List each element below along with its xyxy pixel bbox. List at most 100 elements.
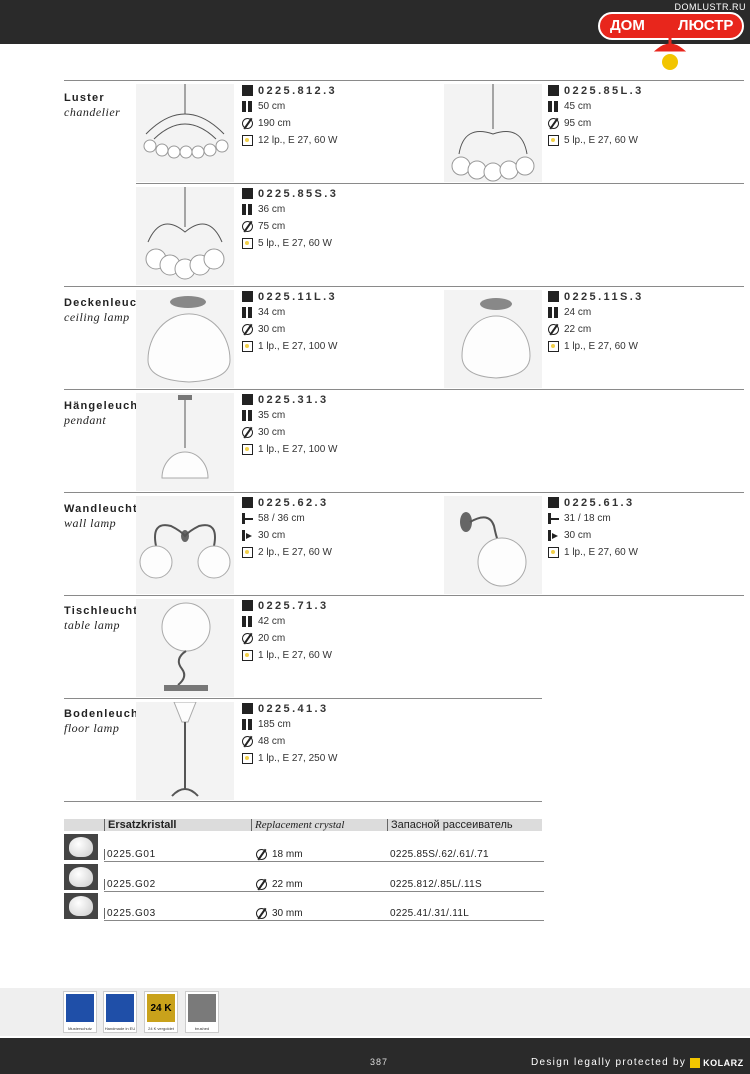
category-table-lamp: Tischleuchte table lamp [64, 605, 145, 633]
product-code: 0225.62.3 [258, 496, 329, 509]
height-icon [548, 101, 559, 112]
height-icon [242, 719, 253, 730]
diameter-icon [242, 221, 253, 232]
badge-caption: Musterschutz [68, 1026, 92, 1031]
replacement-row: 0225.G03 30 mm 0225.41/.31/.11L [64, 891, 544, 921]
product-code: 0225.41.3 [258, 702, 329, 715]
article-icon [548, 291, 559, 302]
header-en: Replacement crystal [251, 819, 345, 831]
replacement-table-header: Ersatzkristall Replacement crystal Запас… [64, 819, 542, 831]
product-code: 0225.11L.3 [258, 290, 338, 303]
product-bulb: 1 lp., E 27, 100 W [258, 341, 338, 352]
crystal-code: 0225.G03 [104, 908, 156, 919]
crystal-thumbnail [64, 893, 98, 919]
category-en: pendant [64, 413, 107, 427]
eu-flag-icon [66, 994, 94, 1022]
article-icon [242, 188, 253, 199]
product-spec-0225-71-3: 0225.71.3 42 cm 20 cm 1 lp., E 27, 60 W [242, 598, 332, 664]
category-en: wall lamp [64, 516, 117, 530]
logo-url: DOMLUSTR.RU [674, 2, 746, 12]
height-icon [242, 616, 253, 627]
category-en: ceiling lamp [64, 310, 130, 324]
product-spec-0225-11l-3: 0225.11L.3 34 cm 30 cm 1 lp., E 27, 100 … [242, 289, 338, 355]
logo-pill [598, 12, 744, 40]
badge-caption: Handmade in EU [104, 1026, 136, 1031]
page-number: 387 [370, 1057, 389, 1067]
product-height: 31 / 18 cm [564, 513, 611, 524]
row-divider [104, 920, 544, 921]
eu-flag-icon [106, 994, 134, 1022]
crystal-thumbnail [64, 864, 98, 890]
product-diameter: 48 cm [258, 736, 286, 747]
diameter-icon [242, 427, 253, 438]
brushed-finish-badge: brushed [185, 991, 219, 1033]
crystal-diameter: 22 mm [272, 879, 303, 890]
gold-24k-icon: 24 K [147, 994, 175, 1022]
crystal-fits: 0225.85S/.62/.61/.71 [390, 849, 489, 860]
logo-word-2: ЛЮСТР [678, 17, 734, 34]
category-floor-lamp: Bodenleuchte floor lamp [64, 708, 151, 736]
crystal-code: 0225.G02 [104, 879, 156, 890]
product-height: 36 cm [258, 204, 286, 215]
logo[interactable]: DOMLUSTR.RU ДОМ ЛЮСТР [592, 0, 750, 76]
product-height: 58 / 36 cm [258, 513, 305, 524]
product-projection: 30 cm [258, 530, 286, 541]
height-icon [242, 307, 253, 318]
diameter-icon [548, 118, 559, 129]
category-chandelier: Luster chandelier [64, 92, 120, 120]
product-spec-0225-85l-3: 0225.85L.3 45 cm 95 cm 5 lp., E 27, 60 W [548, 83, 644, 149]
bulb-icon [548, 341, 559, 352]
crystal-fits: 0225.812/.85L/.11S [390, 879, 482, 890]
product-bulb: 1 lp., E 27, 60 W [564, 547, 638, 558]
product-photo-chandelier-12[interactable] [136, 84, 234, 182]
product-photo-chandelier-5s[interactable] [136, 187, 234, 285]
article-icon [242, 703, 253, 714]
divider [64, 492, 744, 493]
product-code: 0225.31.3 [258, 393, 329, 406]
product-bulb: 5 lp., E 27, 60 W [564, 135, 638, 146]
crystal-fits: 0225.41/.31/.11L [390, 908, 470, 919]
lamp-logo-icon [653, 36, 687, 70]
article-icon [242, 600, 253, 611]
height-icon [242, 204, 253, 215]
height-icon [242, 410, 253, 421]
product-photo-pendant[interactable] [136, 393, 234, 491]
product-height: 45 cm [564, 101, 592, 112]
category-wall-lamp: Wandleuchte wall lamp [64, 503, 145, 531]
logo-word-1: ДОМ [610, 17, 645, 34]
product-photo-chandelier-5l[interactable] [444, 84, 542, 182]
category-en: floor lamp [64, 721, 120, 735]
product-photo-ceiling-l[interactable] [136, 290, 234, 388]
article-icon [242, 497, 253, 508]
product-photo-wall-1[interactable] [444, 496, 542, 594]
product-photo-table[interactable] [136, 599, 234, 697]
product-spec-0225-11s-3: 0225.11S.3 24 cm 22 cm 1 lp., E 27, 60 W [548, 289, 644, 355]
divider [64, 286, 744, 287]
product-code: 0225.61.3 [564, 496, 635, 509]
product-code: 0225.812.3 [258, 84, 338, 97]
divider [136, 183, 744, 184]
diameter-icon [242, 118, 253, 129]
diameter-icon [242, 736, 253, 747]
diameter-icon [256, 879, 267, 890]
diameter-icon [548, 324, 559, 335]
gold-plated-badge: 24 K 24 K vergoldet [144, 991, 178, 1033]
brushed-texture-icon [188, 994, 216, 1022]
product-photo-floor[interactable] [136, 702, 234, 800]
category-en: table lamp [64, 618, 120, 632]
product-diameter: 190 cm [258, 118, 291, 129]
bulb-icon [242, 547, 253, 558]
legal-notice: Design legally protected by KOLARZ [531, 1057, 744, 1068]
divider [64, 801, 542, 802]
product-photo-ceiling-s[interactable] [444, 290, 542, 388]
product-photo-wall-2[interactable] [136, 496, 234, 594]
badge-caption: brushed [194, 1026, 210, 1031]
product-diameter: 20 cm [258, 633, 286, 644]
bulb-icon [242, 753, 253, 764]
article-icon [242, 394, 253, 405]
product-diameter: 30 cm [258, 427, 286, 438]
product-code: 0225.71.3 [258, 599, 329, 612]
product-bulb: 2 lp., E 27, 60 W [258, 547, 332, 558]
product-bulb: 1 lp., E 27, 100 W [258, 444, 338, 455]
product-bulb: 1 lp., E 27, 250 W [258, 753, 338, 764]
